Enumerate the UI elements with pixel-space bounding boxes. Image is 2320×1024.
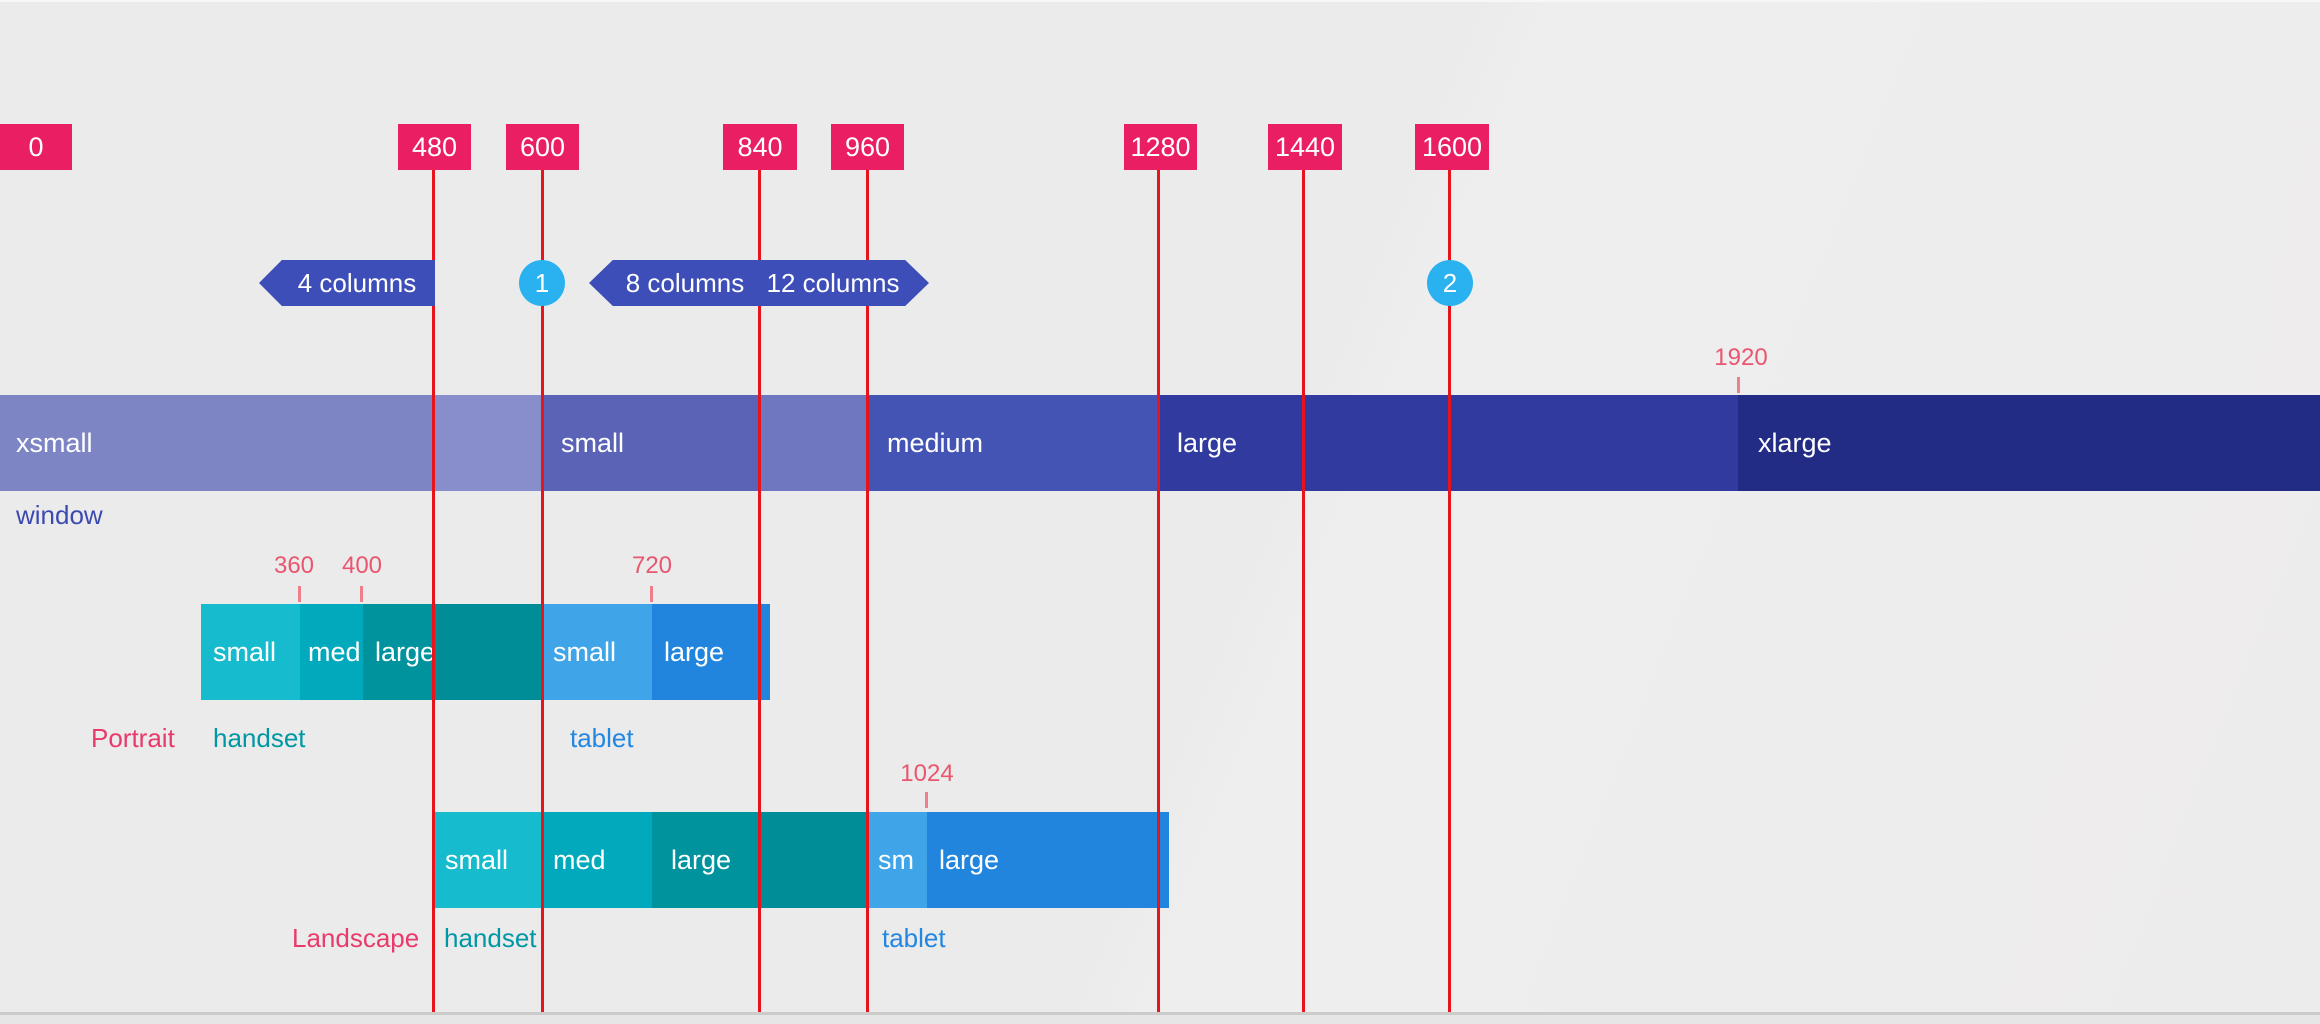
landscape-tablet-large-label: large: [939, 845, 1000, 875]
landscape-handset-large-extension: [759, 812, 867, 908]
grid-tag-8-12-columns: 8 columns 12 columns: [589, 260, 929, 306]
landscape-tablet-large: large: [927, 812, 1169, 908]
portrait-tablet-small-label: small: [553, 637, 617, 667]
landscape-caption: Landscape: [292, 923, 420, 953]
grid-tag-12-columns-label: 12 columns: [766, 268, 900, 298]
rule-960: [866, 170, 869, 1012]
window-small-label: small: [561, 428, 625, 458]
landscape-handset-large-label: large: [671, 845, 732, 875]
bottom-strip: [0, 1015, 2320, 1024]
mark-360-label: 360: [273, 552, 315, 579]
rule-480: [432, 170, 435, 1012]
landscape-tablet-sm-label: sm: [878, 845, 914, 875]
landscape-handset-small: small: [433, 812, 553, 908]
landscape-handset-caption: handset: [444, 923, 537, 953]
portrait-handset-med: med: [300, 604, 371, 700]
marker-circle-1: 1: [519, 260, 565, 306]
breakpoint-chip-960: 960: [831, 124, 904, 170]
portrait-tablet-small: small: [541, 604, 664, 700]
grid-tag-8-columns-label: 8 columns: [625, 268, 745, 298]
rule-1600: [1448, 170, 1451, 1012]
grid-tag-4-columns: 4 columns: [259, 260, 435, 306]
marker-circle-2: 2: [1427, 260, 1473, 306]
mark-1920-label: 1920: [1714, 344, 1768, 371]
portrait-handset-large-extension: [433, 604, 541, 700]
breakpoint-chip-0: 0: [0, 124, 72, 170]
rule-1280: [1157, 170, 1160, 1012]
window-bar-caption: window: [16, 500, 103, 530]
portrait-caption: Portrait: [91, 723, 175, 753]
portrait-tablet-caption: tablet: [570, 723, 634, 753]
landscape-tablet-caption: tablet: [882, 923, 946, 953]
window-bar-segment-small-medium-overlap: [758, 395, 867, 491]
mark-1024-tick: [925, 792, 928, 808]
landscape-handset-med-label: med: [553, 845, 606, 875]
grid-tag-4-columns-label: 4 columns: [297, 268, 417, 298]
portrait-handset-small: small: [201, 604, 312, 700]
rule-600: [541, 170, 544, 1012]
breakpoint-chip-840: 840: [723, 124, 797, 170]
portrait-handset-med-label: med: [308, 637, 361, 667]
window-xlarge-label: xlarge: [1758, 428, 1832, 458]
mark-720-label: 720: [631, 552, 673, 579]
breakpoint-chip-1600: 1600: [1415, 124, 1489, 170]
breakpoint-chip-1280: 1280: [1124, 124, 1197, 170]
window-bar-segment-large: large: [1157, 395, 1758, 491]
window-bar-segment-small: small: [541, 395, 778, 491]
window-xsmall-label: xsmall: [16, 428, 93, 458]
top-edge-highlight: [0, 0, 2320, 2]
window-bar-segment-xsmall: xsmall: [0, 395, 449, 491]
rule-1440: [1302, 170, 1305, 1012]
breakpoint-chip-480: 480: [398, 124, 471, 170]
mark-1920-tick: [1737, 377, 1740, 393]
window-bar-segment-xsmall-small-overlap: [433, 395, 541, 491]
landscape-tablet-sm: sm: [867, 812, 938, 908]
mark-400-label: 400: [341, 552, 383, 579]
portrait-handset-small-label: small: [213, 637, 277, 667]
bottom-rule: [0, 1012, 2320, 1015]
portrait-tablet-large: large: [652, 604, 770, 700]
landscape-handset-large: large: [652, 812, 778, 908]
mark-1024-label: 1024: [900, 760, 954, 787]
window-bar-segment-xlarge: xlarge: [1738, 395, 2320, 491]
window-bar-segment-medium: medium: [867, 395, 1177, 491]
portrait-handset-large-label: large: [375, 637, 436, 667]
portrait-handset-large: large: [363, 604, 445, 700]
portrait-tablet-large-label: large: [664, 637, 725, 667]
window-medium-label: medium: [887, 428, 984, 458]
mark-720-tick: [650, 586, 653, 602]
mark-360-tick: [298, 586, 301, 602]
rule-840: [758, 170, 761, 1012]
landscape-handset-med: med: [541, 812, 664, 908]
breakpoint-chip-600: 600: [506, 124, 579, 170]
window-large-label: large: [1177, 428, 1238, 458]
mark-400-tick: [360, 586, 363, 602]
landscape-handset-small-label: small: [445, 845, 509, 875]
breakpoint-chip-1440: 1440: [1268, 124, 1342, 170]
portrait-handset-caption: handset: [213, 723, 306, 753]
